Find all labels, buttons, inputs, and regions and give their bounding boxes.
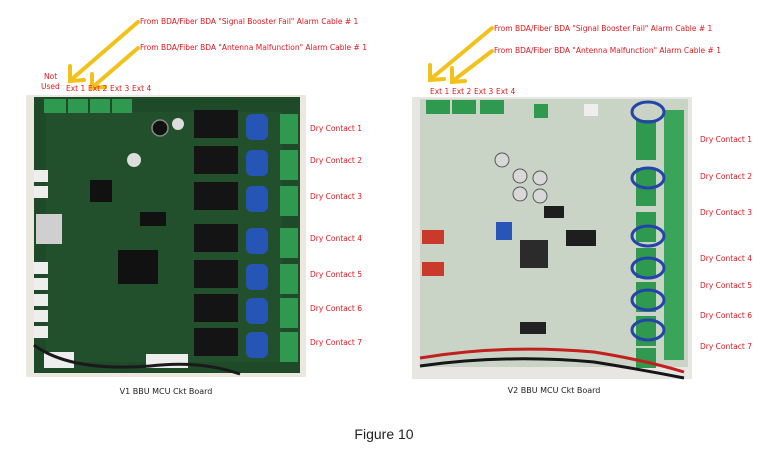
v2-dry-contact-4-label: Dry Contact 4: [700, 254, 752, 263]
v1-dry-contact-6-label: Dry Contact 6: [310, 304, 362, 313]
v1-ext-1-label: Ext 1: [66, 84, 86, 93]
v2-dry-contact-3-label: Dry Contact 3: [700, 208, 752, 217]
v1-callout-signal-fail: From BDA/Fiber BDA "Signal Booster Fail"…: [140, 17, 359, 26]
v2-dry-contact-1-label: Dry Contact 1: [700, 135, 752, 144]
v1-callout-antenna: From BDA/Fiber BDA "Antenna Malfunction"…: [140, 43, 367, 52]
v1-board-panel: From BDA/Fiber BDA "Signal Booster Fail"…: [0, 0, 384, 400]
v1-dry-contact-5-label: Dry Contact 5: [310, 270, 362, 279]
v2-arrow-antenna: [450, 49, 494, 85]
v1-ext-4-label: Ext 4: [132, 84, 152, 93]
figure-caption: Figure 10: [354, 426, 414, 442]
v2-ext-2-label: Ext 2: [452, 87, 472, 96]
v1-dry-contact-2-label: Dry Contact 2: [310, 156, 362, 165]
v1-not-used-label-2: Used: [41, 82, 60, 91]
v2-board-caption: V2 BBU MCU Ckt Board: [508, 386, 601, 395]
v1-dry-contact-4-label: Dry Contact 4: [310, 234, 362, 243]
v2-ext-1-label: Ext 1: [430, 87, 450, 96]
v1-arrow-signal-fail: [68, 20, 140, 84]
v1-board-photo: [26, 95, 306, 377]
v2-dry-contact-7-label: Dry Contact 7: [700, 342, 752, 351]
v2-ext-3-label: Ext 3: [474, 87, 494, 96]
v1-ext-3-label: Ext 3: [110, 84, 130, 93]
v2-board-panel: From BDA/Fiber BDA "Signal Booster Fail"…: [384, 0, 768, 400]
v1-dry-contact-7-label: Dry Contact 7: [310, 338, 362, 347]
v1-arrow-antenna: [90, 46, 140, 91]
v2-arrow-signal-fail: [428, 26, 494, 83]
v1-not-used-label-1: Not: [44, 72, 57, 81]
v2-ext-4-label: Ext 4: [496, 87, 516, 96]
v2-dry-contact-5-label: Dry Contact 5: [700, 281, 752, 290]
v1-dry-contact-1-label: Dry Contact 1: [310, 124, 362, 133]
v2-dry-contact-6-label: Dry Contact 6: [700, 311, 752, 320]
v2-callout-signal-fail: From BDA/Fiber BDA "Signal Booster Fail"…: [494, 24, 713, 33]
v1-board-caption: V1 BBU MCU Ckt Board: [120, 387, 213, 396]
v1-ext-2-label: Ext 2: [88, 84, 108, 93]
v1-dry-contact-3-label: Dry Contact 3: [310, 192, 362, 201]
v2-callout-antenna: From BDA/Fiber BDA "Antenna Malfunction"…: [494, 46, 721, 55]
v2-dry-contact-2-label: Dry Contact 2: [700, 172, 752, 181]
v2-board-photo: [412, 97, 692, 380]
